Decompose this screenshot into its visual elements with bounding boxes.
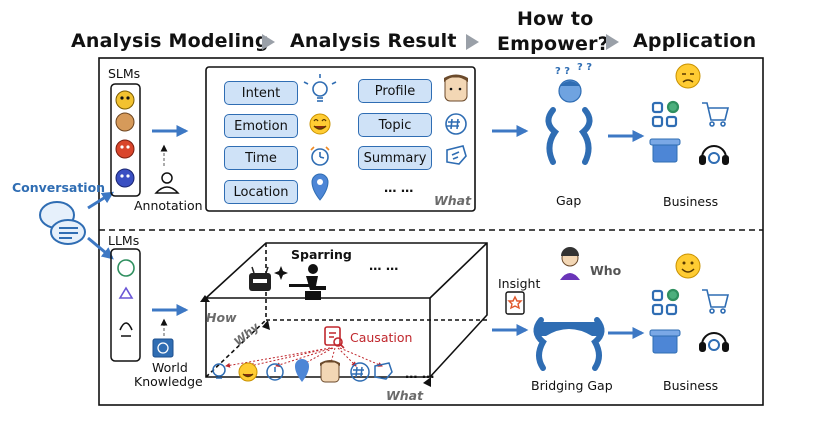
top-ellipsis: … … xyxy=(384,180,414,195)
slms-box xyxy=(110,83,141,197)
annotation-label: Annotation xyxy=(134,198,203,213)
chip-location: Location xyxy=(224,180,298,204)
llm-model-icons xyxy=(117,259,135,337)
bottom-bulb-icon xyxy=(212,363,226,379)
bottom-clock-icon xyxy=(266,363,284,381)
bottom-apps-grid-icon xyxy=(651,288,680,316)
summary-icon xyxy=(446,145,467,165)
header-triangle-3 xyxy=(606,34,619,50)
top-business-label: Business xyxy=(663,194,719,209)
chip-summary: Summary xyxy=(358,146,432,170)
slms-label: SLMs xyxy=(108,66,141,81)
header-analysis-result: Analysis Result xyxy=(290,30,457,52)
causation-arrows xyxy=(225,347,383,368)
svg-text:? ?: ? ? xyxy=(577,62,592,73)
top-what-label: What xyxy=(434,193,472,208)
sparring-label: Sparring xyxy=(291,247,352,262)
customer-agent-icon xyxy=(560,247,580,280)
bottom-business-label: Business xyxy=(663,378,719,393)
chip-intent: Intent xyxy=(224,81,298,105)
chip-profile: Profile xyxy=(358,79,432,103)
gap-label: Gap xyxy=(556,193,582,208)
arrow-to-slms xyxy=(87,191,115,210)
bulb-icon xyxy=(303,74,337,102)
header-triangle-1 xyxy=(262,34,275,50)
header-empower: Empower? xyxy=(497,33,609,55)
store-icon xyxy=(649,138,681,163)
cube-corner-marker-1 xyxy=(200,295,210,302)
causation-label: Causation xyxy=(350,330,413,345)
apps-grid-icon xyxy=(651,100,680,128)
bottom-summary-icon xyxy=(374,362,393,380)
who-label: Who xyxy=(590,263,622,278)
conversation-icon xyxy=(39,201,86,245)
header-application: Application xyxy=(633,30,757,52)
gap-road-icon xyxy=(545,107,593,165)
world-label: World xyxy=(152,360,188,375)
insight-card-icon xyxy=(505,291,525,315)
headset-icon xyxy=(699,145,729,165)
bottom-ellipsis: … … xyxy=(405,366,435,381)
results-box xyxy=(205,66,476,212)
llms-label: LLMs xyxy=(108,233,140,248)
cube-corner-marker-2 xyxy=(262,320,270,330)
causation-icon xyxy=(324,326,345,349)
sad-emoji-icon xyxy=(675,63,701,89)
annotation-person-icon xyxy=(154,172,180,194)
profile-face-icon xyxy=(444,74,468,102)
bridging-gap-label: Bridging Gap xyxy=(531,378,613,393)
insight-label: Insight xyxy=(498,276,541,291)
knowledge-label: Knowledge xyxy=(134,374,203,389)
sparkle-icon xyxy=(274,266,288,280)
happy-emoji-icon xyxy=(675,253,701,279)
robot-icon xyxy=(249,266,271,291)
bottom-pin-icon xyxy=(295,359,309,382)
person-at-desk-icon xyxy=(289,264,326,300)
confused-person-icon: ? ? ? ? xyxy=(555,62,592,103)
bottom-store-icon xyxy=(649,329,681,354)
alarm-clock-icon xyxy=(310,146,330,166)
bottom-smile-emoji-icon xyxy=(238,362,258,382)
bottom-headset-icon xyxy=(699,332,729,352)
arrow-to-llms xyxy=(87,236,114,260)
header-analysis-modeling: Analysis Modeling xyxy=(71,30,269,52)
bridge-icon xyxy=(533,317,605,371)
svg-text:? ?: ? ? xyxy=(555,66,570,77)
header-how-to: How to xyxy=(517,8,594,30)
smile-emoji-icon xyxy=(309,113,331,135)
world-book-icon xyxy=(152,338,174,358)
slm-model-icons xyxy=(115,90,135,188)
location-pin-icon xyxy=(311,173,329,201)
bottom-what-label: What xyxy=(386,388,424,403)
hashtag-bubble-icon xyxy=(445,113,467,135)
how-label: How xyxy=(206,310,237,325)
cube-corner-marker-3 xyxy=(423,377,431,387)
llms-box xyxy=(110,248,141,362)
chip-emotion: Emotion xyxy=(224,114,298,138)
chip-topic: Topic xyxy=(358,113,432,137)
shopping-cart-icon xyxy=(702,102,730,127)
header-triangle-2 xyxy=(466,34,479,50)
bottom-profile-icon xyxy=(320,360,340,383)
chip-time: Time xyxy=(224,146,298,170)
outer-frame xyxy=(98,57,764,406)
bottom-hashtag-icon xyxy=(350,362,370,382)
bottom-cart-icon xyxy=(702,289,730,314)
conversation-label: Conversation xyxy=(12,180,106,195)
bottom-top-ellipsis: … … xyxy=(369,258,399,273)
